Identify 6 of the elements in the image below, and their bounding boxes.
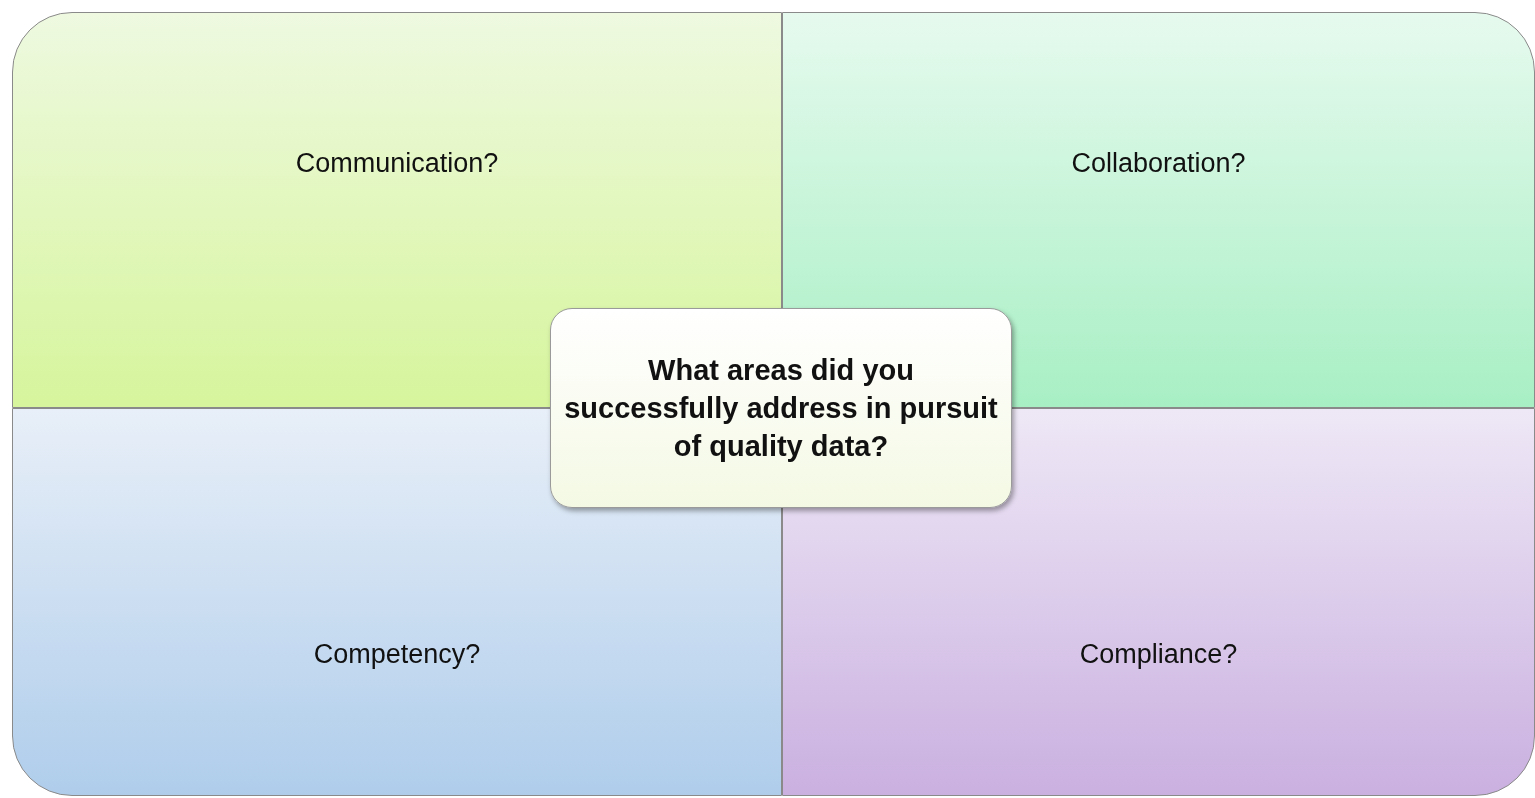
question-box bbox=[550, 308, 1012, 508]
category-label: Competency? bbox=[312, 639, 482, 670]
category-label: Communication? bbox=[294, 148, 500, 179]
category-label: Collaboration? bbox=[1070, 148, 1247, 179]
category-label: Compliance? bbox=[1078, 639, 1239, 670]
question-text: What areas did you successfully address in pursuit of quality data? bbox=[563, 353, 999, 464]
